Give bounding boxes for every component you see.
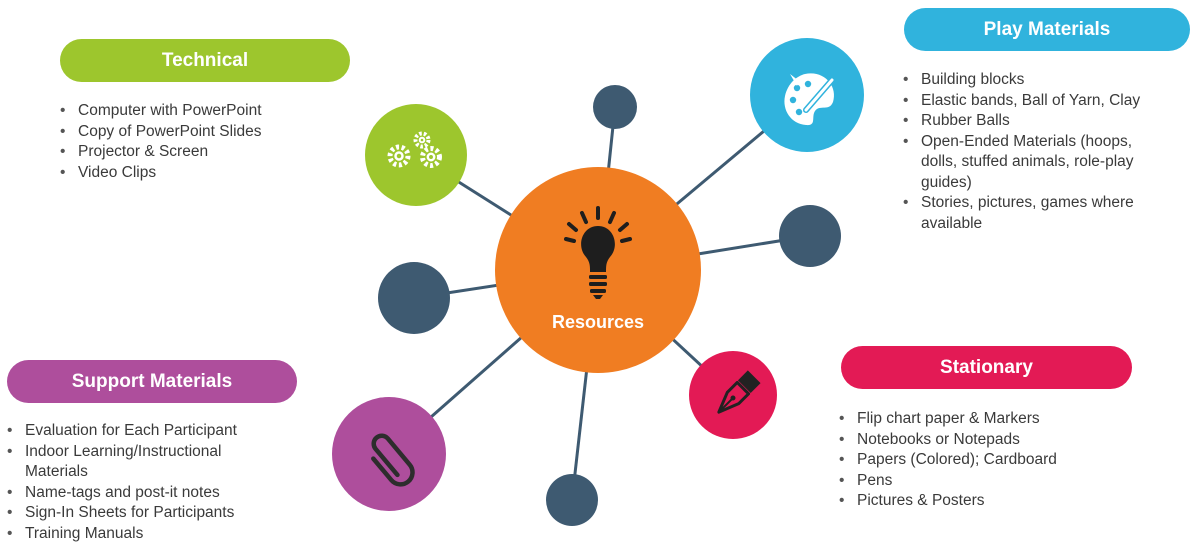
list-item: Building blocks [899,70,1167,91]
list-item: Projector & Screen [56,142,316,163]
list-item: Copy of PowerPoint Slides [56,122,316,143]
list-item: Pens [835,471,1125,492]
small-node [593,85,637,129]
stationary-node [689,351,777,439]
play-materials-node [750,38,864,152]
list-item: Evaluation for Each Participant [3,421,265,442]
list-item: Sign-In Sheets for Participants [3,503,265,524]
list-item: Stories, pictures, games where available [899,193,1167,234]
support-materials-list: Evaluation for Each ParticipantIndoor Le… [3,421,265,544]
list-item: Computer with PowerPoint [56,101,316,122]
list-item: Elastic bands, Ball of Yarn, Clay [899,91,1167,112]
list-item: Name-tags and post-it notes [3,483,265,504]
small-node [779,205,841,267]
small-node [546,474,598,526]
list-item: Notebooks or Notepads [835,430,1125,451]
technical-node [365,104,467,206]
play-materials-title: Play Materials [904,8,1190,51]
list-item: Indoor Learning/Instructional Materials [3,442,265,483]
technical-list: Computer with PowerPointCopy of PowerPoi… [56,101,316,183]
stationary-title: Stationary [841,346,1132,389]
play-materials-list: Building blocksElastic bands, Ball of Ya… [899,70,1167,234]
stationary-list: Flip chart paper & MarkersNotebooks or N… [835,409,1125,512]
list-item: Rubber Balls [899,111,1167,132]
list-item: Video Clips [56,163,316,184]
list-item: Training Manuals [3,524,265,544]
list-item: Open-Ended Materials (hoops, dolls, stuf… [899,132,1167,194]
support-materials-node [332,397,446,511]
small-node [378,262,450,334]
list-item: Flip chart paper & Markers [835,409,1125,430]
support-materials-title: Support Materials [7,360,297,403]
resources-center-node [495,167,701,373]
center-label: Resources [546,312,650,333]
list-item: Pictures & Posters [835,491,1125,512]
technical-title: Technical [60,39,350,82]
list-item: Papers (Colored); Cardboard [835,450,1125,471]
